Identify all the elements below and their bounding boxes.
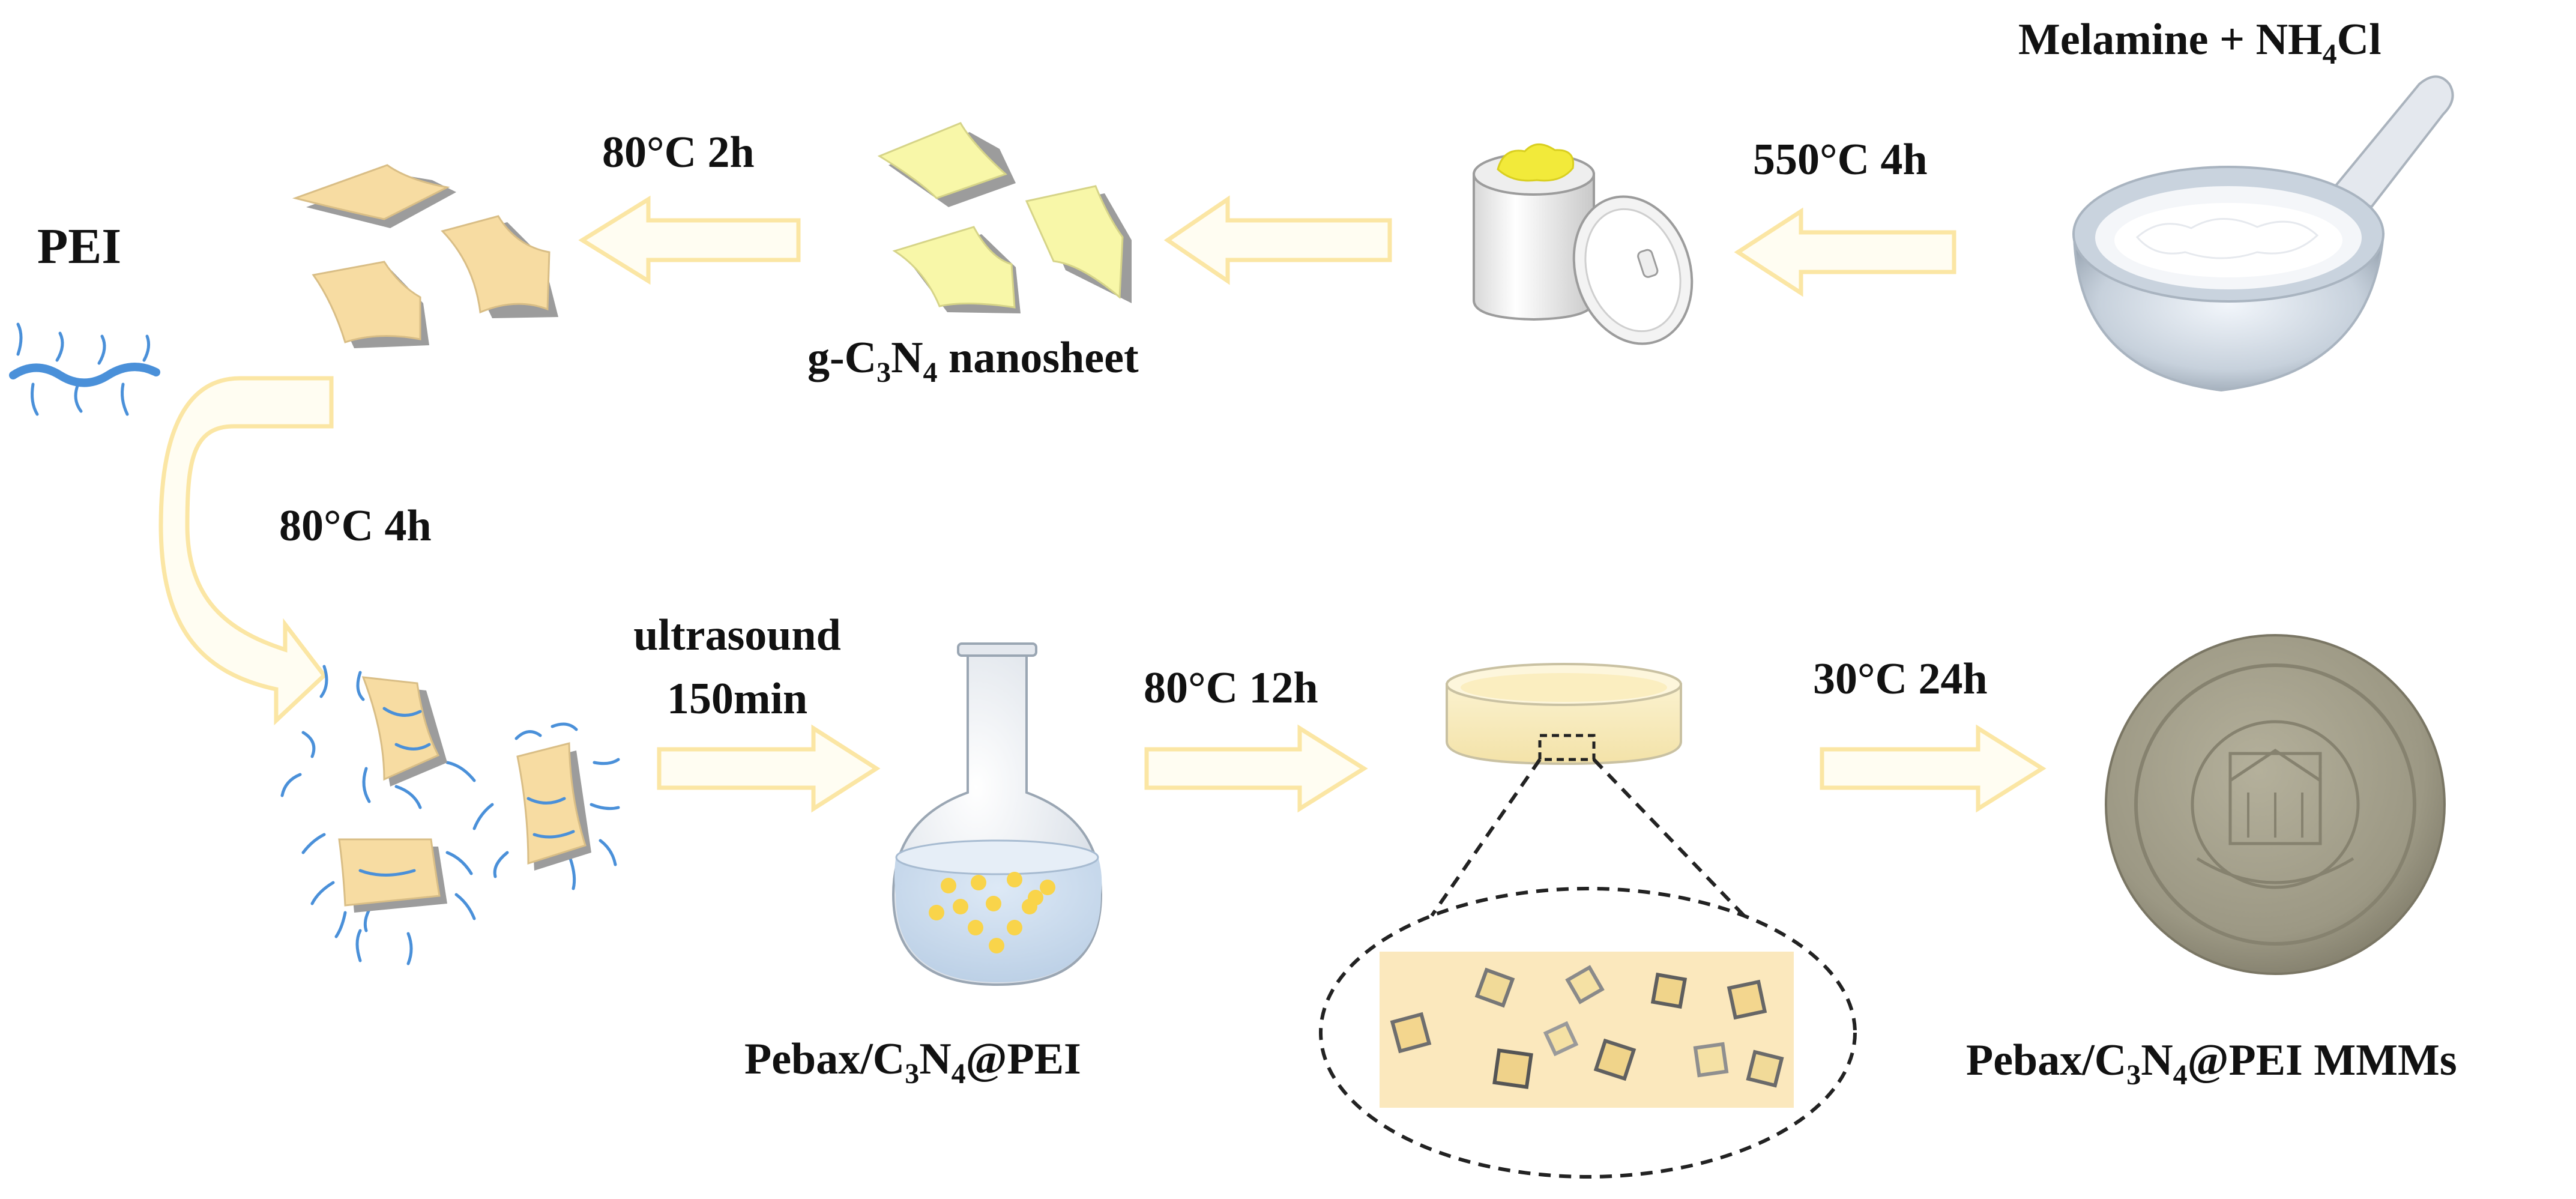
round-bottom-flask-icon [891,642,1103,986]
step-80c-12h-label: 80°C 12h [1144,663,1318,713]
treated-sheets-icon [292,164,558,348]
step-550c-4h-label: 550°C 4h [1753,135,1928,184]
step-80c-2h-label: 80°C 2h [602,128,755,177]
process-arrows [158,195,2047,813]
pei-label: PEI [37,219,121,274]
ultrasound-duration-label: 150min [667,674,807,723]
embedded-filler-particles [1390,965,1784,1089]
petri-dish-icon [1446,663,1682,766]
step-30c-24h-label: 30°C 24h [1813,654,1988,704]
zoom-region-marker [1538,734,1596,761]
step-80c-4h-label: 80°C 4h [279,501,432,551]
precursor-label: Melamine + NH4Cl [2018,15,2381,70]
arrow-ultrasound-right [657,724,881,813]
nanosheet-label: g-C3N4 nanosheet [807,333,1139,388]
arrow-mid-left [1163,195,1392,285]
crucible-icon [1473,143,1694,345]
magnified-view [1319,734,1857,1179]
solution-label: Pebax/C3N4@PEI [744,1034,1081,1090]
arrow-80c-12h-right [1144,724,1368,813]
gc3n4-nanosheets-icon [877,122,1132,313]
arrow-550c-left [1734,207,1956,297]
membrane-label: Pebax/C3N4@PEI MMMs [1966,1036,2457,1091]
mortar-pestle-icon [2072,75,2454,392]
pei-polymer-chain-icon [9,322,160,416]
arrow-30c-24h-right [1820,724,2047,813]
arrow-80c-2h-left [578,195,801,285]
pei-modified-sheets-icon [280,665,620,965]
membrane-disc-icon [2105,634,2446,975]
ultrasound-label: ultrasound [633,611,840,660]
arrow-80c-4h-curved [158,376,334,726]
